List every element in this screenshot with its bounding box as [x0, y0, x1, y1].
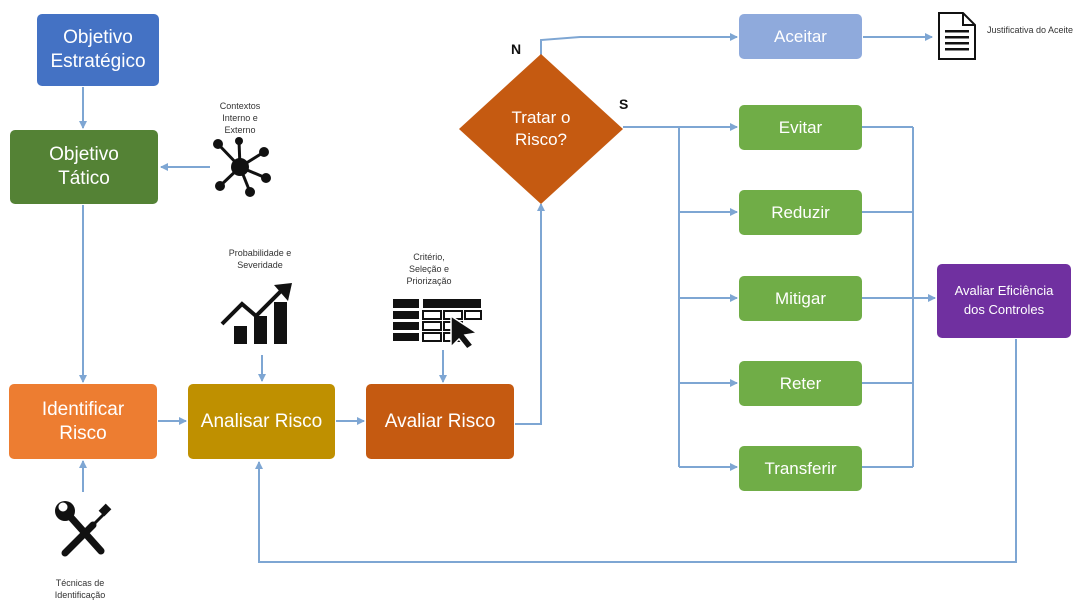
wrench-and-screwdriver-icon [55, 501, 112, 557]
avaliar-risco-box: Avaliar Risco [366, 384, 514, 459]
evitar-label: Evitar [778, 117, 823, 137]
rising-bar-chart-icon [220, 283, 292, 344]
objetivo-tatico-box: Objetivo Tático [10, 130, 158, 204]
justificativa-caption: Justificativa do Aceite [986, 25, 1074, 35]
aceitar-box: Aceitar [739, 14, 862, 59]
mitigar-label: Mitigar [774, 288, 826, 308]
reter-label: Reter [779, 373, 822, 393]
analisar-risco-label: Analisar Risco [200, 410, 323, 432]
mitigar-box: Mitigar [739, 276, 862, 321]
tratar-risco-diamond [459, 54, 623, 204]
objetivo-tatico-label: Objetivo Tático [49, 144, 119, 189]
reduzir-label: Reduzir [771, 202, 830, 222]
identificar-risco-box: Identificar Risco [9, 384, 157, 459]
contextos-caption: Contextos Interno e Externo [219, 101, 261, 136]
analisar-risco-box: Analisar Risco [188, 384, 335, 459]
tecnicas-caption: Técnicas de Identificação [54, 578, 106, 601]
objetivo-estrategico-label: Objetivo Estratégico [50, 27, 146, 72]
network-hub-icon [213, 137, 271, 197]
branch-no-label: N [511, 41, 522, 57]
transferir-label: Transferir [764, 458, 837, 478]
objetivo-estrategico-box: Objetivo Estratégico [37, 14, 159, 86]
avaliar-eficiencia-box: Avaliar Eficiência dos Controles [937, 264, 1071, 338]
aceitar-label: Aceitar [774, 26, 827, 46]
identificar-risco-label: Identificar Risco [41, 398, 125, 444]
table-with-cursor-icon [393, 299, 482, 349]
criterio-caption: Critério, Seleção e Priorização [406, 252, 452, 287]
probabilidade-caption: Probabilidade e Severidade [228, 248, 292, 271]
reduzir-box: Reduzir [739, 190, 862, 235]
transferir-box: Transferir [739, 446, 862, 491]
avaliar-risco-label: Avaliar Risco [384, 410, 496, 432]
evitar-box: Evitar [739, 105, 862, 150]
branch-yes-label: S [619, 96, 629, 112]
tratar-risco-label: Tratar o Risco? [511, 107, 571, 149]
document-icon [938, 12, 976, 60]
reter-box: Reter [739, 361, 862, 406]
tratar-risco-label-wrap: Tratar o Risco? [500, 84, 582, 174]
avaliar-eficiencia-label: Avaliar Eficiência dos Controles [954, 283, 1054, 317]
